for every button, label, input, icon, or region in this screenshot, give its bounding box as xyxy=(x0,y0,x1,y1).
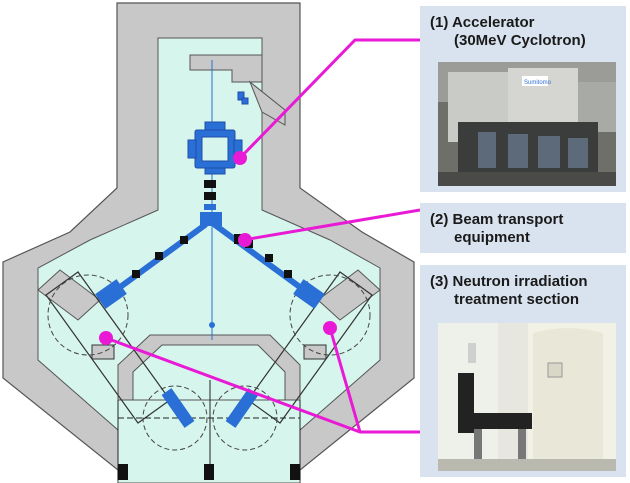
label-number: (1) xyxy=(430,14,449,31)
label-number: (2) xyxy=(430,211,449,228)
label-line1: Beam transport xyxy=(452,211,564,228)
photo-badge: Sumitomo xyxy=(524,80,552,86)
center-bottom-floor xyxy=(132,344,286,401)
left-room-window xyxy=(91,344,115,360)
accelerator-panel: (1) Accelerator (30MeV Cyclotron) Sumito… xyxy=(420,6,626,192)
pointer-accelerator xyxy=(236,38,420,162)
pointer-beam-transport xyxy=(242,208,421,242)
pointer-dot xyxy=(233,151,247,165)
bottom-left-circle xyxy=(142,385,208,451)
left-treatment-bed xyxy=(161,388,195,428)
pointer-dot xyxy=(238,233,252,247)
axis-marker xyxy=(209,322,215,328)
maze-wall-diagonal xyxy=(248,80,286,126)
label-line1: Accelerator xyxy=(451,14,535,31)
accelerator-label: (1) Accelerator (30MeV Cyclotron) xyxy=(430,14,586,50)
column xyxy=(204,464,214,480)
right-beam-port xyxy=(293,279,325,309)
left-beam-port xyxy=(95,279,127,309)
pointer-treatment-right xyxy=(328,327,362,433)
cyclotron-core xyxy=(201,136,229,162)
beam-transport-right xyxy=(212,222,311,296)
label-line2: equipment xyxy=(454,229,530,246)
beam-transport-label: (2) Beam transport equipment xyxy=(430,211,563,247)
left-room-circle xyxy=(47,274,129,356)
pointer-dot xyxy=(323,321,337,335)
beam-transport-panel: (2) Beam transport equipment xyxy=(420,203,626,253)
treatment-photo xyxy=(438,323,616,471)
label-line2: treatment section xyxy=(454,291,580,308)
right-room-window xyxy=(303,344,327,360)
accelerator-photo: Sumitomo xyxy=(438,62,616,186)
beam-transport-left-magnets xyxy=(132,236,188,278)
label-line1: Neutron irradiation xyxy=(452,273,588,290)
treatment-label: (3) Neutron irradiation treatment sectio… xyxy=(430,273,588,309)
column xyxy=(118,464,128,480)
column xyxy=(290,464,300,480)
label-number: (3) xyxy=(430,273,449,290)
maze-wall xyxy=(189,54,263,83)
label-line2: (30MeV Cyclotron) xyxy=(454,32,586,49)
right-room-circle xyxy=(289,274,371,356)
pointer-lines xyxy=(105,38,421,434)
treatment-panel: (3) Neutron irradiation treatment sectio… xyxy=(420,265,626,477)
right-treatment-bed xyxy=(225,388,259,428)
pointer-dot xyxy=(99,331,113,345)
